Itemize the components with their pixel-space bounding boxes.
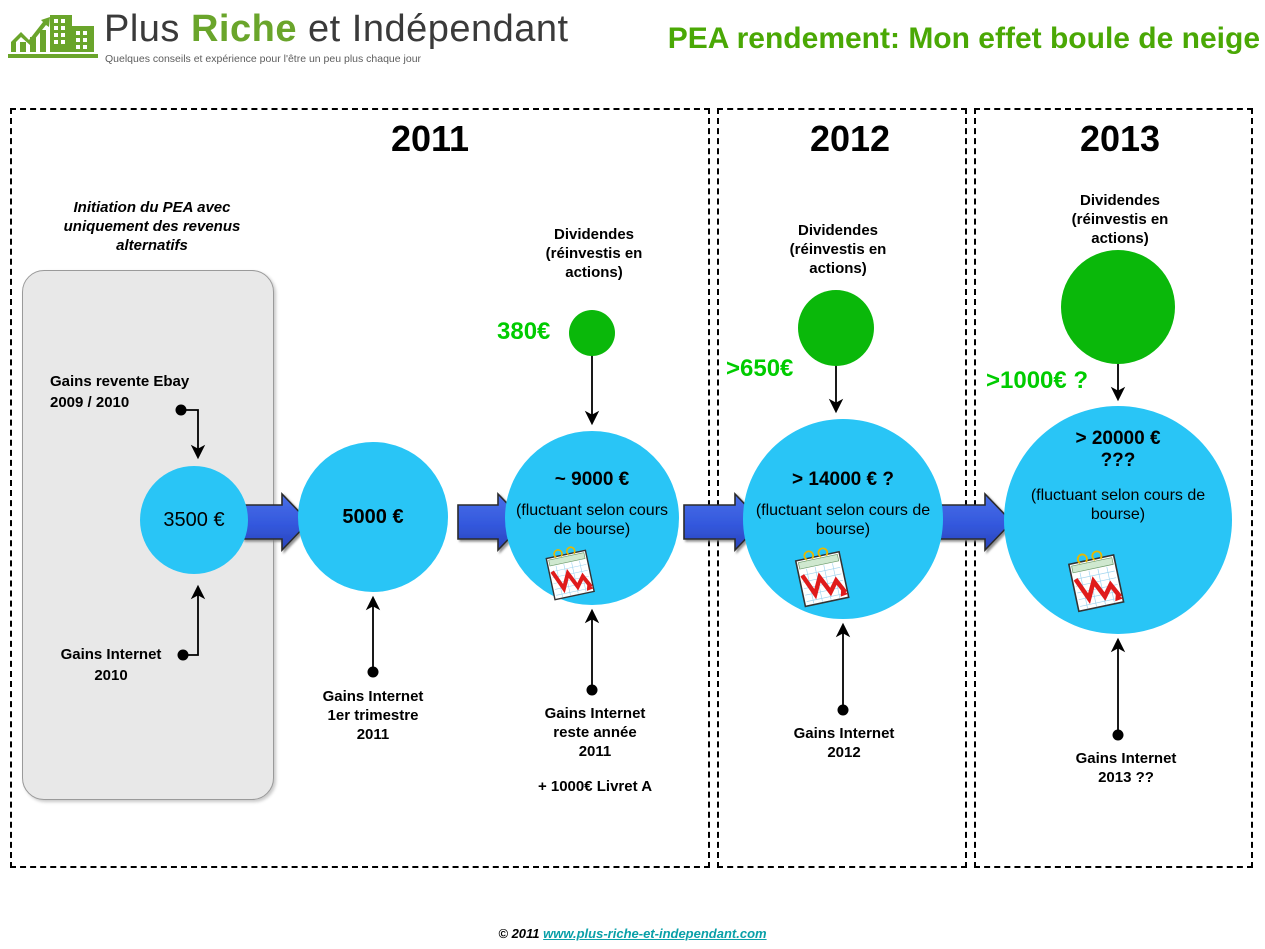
plus-riche-logo-icon xyxy=(8,12,98,60)
initiation-note: Initiation du PEA avec uniquement des re… xyxy=(63,199,241,254)
bubble-9000: ~ 9000 € (fluctuant selon cours de bours… xyxy=(505,431,679,605)
bubble-20000-amount: > 20000 € xyxy=(1075,428,1161,449)
bubble-9000-note: (fluctuant selon cours de bourse) xyxy=(515,502,669,538)
footer-copyright: © 2011 xyxy=(498,926,544,941)
label-livret-a: + 1000€ Livret A xyxy=(537,778,653,795)
logo-wordmark: Plus Riche et Indépendant xyxy=(104,8,568,54)
year-frame-2013 xyxy=(974,108,1253,868)
label-dividendes-2011: Dividendes (réinvestis en actions) xyxy=(545,226,643,281)
logo-word-plus: Plus xyxy=(104,8,191,50)
bubble-9000-amount: ~ 9000 € xyxy=(554,469,630,490)
year-label-2013: 2013 xyxy=(1079,118,1161,159)
label-gains-internet-2013: Gains Internet 2013 ?? xyxy=(1075,750,1177,786)
bubble-14000-note: (fluctuant selon cours de bourse) xyxy=(755,502,931,538)
year-label-2012: 2012 xyxy=(809,118,891,159)
footer-site-link[interactable]: www.plus-riche-et-independant.com xyxy=(543,926,767,941)
label-gains-internet-2010: Gains Internet 2010 xyxy=(60,646,162,684)
label-dividendes-2012: Dividendes (réinvestis en actions) xyxy=(789,222,887,277)
year-frame-2011 xyxy=(10,108,710,868)
bubble-5000-amount: 5000 € xyxy=(342,505,404,528)
label-gains-internet-reste-2011: Gains Internet reste année 2011 xyxy=(544,705,646,760)
label-gains-ebay: Gains revente Ebay 2009 / 2010 xyxy=(50,373,190,411)
logo-block: Plus Riche et Indépendant Quelques conse… xyxy=(8,6,568,68)
logo-tagline: Quelques conseils et expérience pour l'ê… xyxy=(105,53,422,65)
bubble-14000: > 14000 € ? (fluctuant selon cours de bo… xyxy=(743,419,943,619)
bubble-14000-amount: > 14000 € ? xyxy=(792,469,894,490)
bubble-20000-amount2: ??? xyxy=(1100,450,1136,471)
page-title: PEA rendement: Mon effet boule de neige xyxy=(667,22,1260,55)
bubble-20000-note: (fluctuant selon cours de bourse) xyxy=(1030,487,1206,523)
label-gains-internet-t1-2011: Gains Internet 1er trimestre 2011 xyxy=(322,688,424,743)
dividend-bubble-2011 xyxy=(569,310,615,356)
dividend-amount-2011: 380€ xyxy=(497,318,551,345)
stock-chart-icon xyxy=(791,547,853,614)
year-label-2011: 2011 xyxy=(390,118,470,159)
dividend-amount-2013: >1000€ ? xyxy=(986,367,1089,394)
stock-chart-icon xyxy=(542,546,598,607)
label-gains-internet-2012: Gains Internet 2012 xyxy=(793,725,895,761)
bubble-20000: > 20000 € ??? (fluctuant selon cours de … xyxy=(1004,406,1232,634)
footer: © 2011 www.plus-riche-et-independant.com xyxy=(0,926,1265,941)
bubble-3500-amount: 3500 € xyxy=(163,508,225,531)
logo-word-independant: et Indépendant xyxy=(296,8,569,50)
year-frame-2012 xyxy=(717,108,967,868)
bubble-5000: 5000 € xyxy=(298,442,448,592)
dividend-bubble-2012 xyxy=(798,290,874,366)
dividend-bubble-2013 xyxy=(1061,250,1175,364)
dividend-amount-2012: >650€ xyxy=(726,355,794,382)
label-dividendes-2013: Dividendes (réinvestis en actions) xyxy=(1071,192,1169,247)
stock-chart-icon xyxy=(1064,550,1128,619)
bubble-3500: 3500 € xyxy=(140,466,248,574)
logo-word-riche: Riche xyxy=(190,8,297,50)
